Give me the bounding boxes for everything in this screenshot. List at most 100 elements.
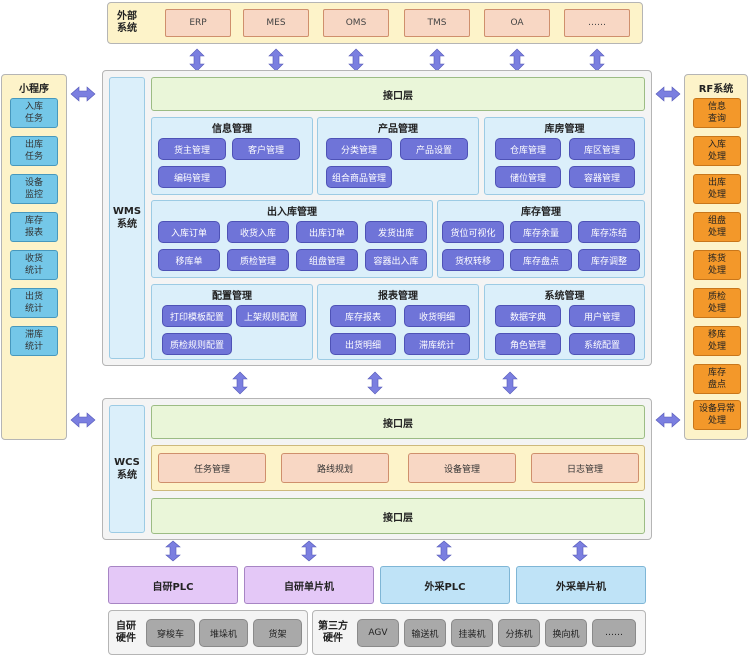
container-inout-button[interactable]: 容器出入库 bbox=[365, 249, 427, 271]
ext-oa[interactable]: OA bbox=[484, 9, 550, 37]
mini-item-shipment-stats[interactable]: 出货 统计 bbox=[10, 288, 58, 318]
system-config-button[interactable]: 系统配置 bbox=[569, 333, 635, 355]
mini-program-title: 小程序 bbox=[19, 83, 49, 95]
rf-item-palletize[interactable]: 组盘 处理 bbox=[693, 212, 741, 242]
combo-product-mgmt-button[interactable]: 组合商品管理 bbox=[326, 166, 392, 188]
more-hardware-box[interactable]: …… bbox=[592, 619, 636, 647]
receive-inbound-button[interactable]: 收货入库 bbox=[227, 221, 289, 243]
rf-item-move[interactable]: 移库 处理 bbox=[693, 326, 741, 356]
self-mcu-box[interactable]: 自研单片机 bbox=[244, 566, 374, 604]
shuttle-car-box[interactable]: 穿梭车 bbox=[146, 619, 195, 647]
info-mgmt-title: 信息管理 bbox=[212, 123, 252, 135]
qc-mgmt-button[interactable]: 质检管理 bbox=[227, 249, 289, 271]
putaway-rule-config-button[interactable]: 上架规则配置 bbox=[236, 305, 306, 327]
wcs-panel: WCS 系统 接口层 任务管理 路线规划 设备管理 日志管理 接口层 bbox=[102, 398, 652, 540]
rf-item-picking[interactable]: 拣货 处理 bbox=[693, 250, 741, 280]
arrow-wcs-mcu-2 bbox=[572, 540, 588, 562]
arrow-wms-wcs-3 bbox=[502, 371, 518, 395]
task-mgmt-button[interactable]: 任务管理 bbox=[158, 453, 266, 483]
category-mgmt-button[interactable]: 分类管理 bbox=[326, 138, 392, 160]
external-systems-panel: 外部 系统 ERP MES OMS TMS OA …… bbox=[107, 2, 643, 44]
rf-item-info-query[interactable]: 信息 查询 bbox=[693, 98, 741, 128]
mini-item-stock-report[interactable]: 库存 报表 bbox=[10, 212, 58, 242]
user-mgmt-button[interactable]: 用户管理 bbox=[569, 305, 635, 327]
arrow-ext-oa bbox=[509, 48, 525, 72]
mini-item-device-monitor[interactable]: 设备 监控 bbox=[10, 174, 58, 204]
ship-outbound-button[interactable]: 发货出库 bbox=[365, 221, 427, 243]
wcs-interface-top[interactable]: 接口层 bbox=[151, 405, 645, 439]
arrow-mini-wms bbox=[70, 86, 96, 102]
stocktake-button[interactable]: 库存盘点 bbox=[510, 249, 572, 271]
ext-more[interactable]: …… bbox=[564, 9, 630, 37]
product-settings-button[interactable]: 产品设置 bbox=[400, 138, 468, 160]
warehouse-button[interactable]: 仓库管理 bbox=[495, 138, 561, 160]
shipment-detail-button[interactable]: 出货明细 bbox=[330, 333, 396, 355]
hanger-box[interactable]: 挂装机 bbox=[451, 619, 493, 647]
rf-item-stocktake[interactable]: 库存 盘点 bbox=[693, 364, 741, 394]
print-template-config-button[interactable]: 打印模板配置 bbox=[162, 305, 232, 327]
mini-item-receipt-stats[interactable]: 收货 统计 bbox=[10, 250, 58, 280]
outbound-order-button[interactable]: 出库订单 bbox=[296, 221, 358, 243]
ext-tms[interactable]: TMS bbox=[404, 9, 470, 37]
external-systems-title: 外部 系统 bbox=[117, 11, 137, 34]
arrow-ext-erp bbox=[189, 48, 205, 72]
third-party-hardware-panel: 第三方 硬件 AGV 输送机 挂装机 分拣机 换向机 …… bbox=[312, 610, 646, 655]
rf-item-outbound[interactable]: 出库 处理 bbox=[693, 174, 741, 204]
arrow-ext-oms bbox=[348, 48, 364, 72]
purchased-mcu-box[interactable]: 外采单片机 bbox=[516, 566, 646, 604]
agv-box[interactable]: AGV bbox=[357, 619, 399, 647]
inbound-order-button[interactable]: 入库订单 bbox=[158, 221, 220, 243]
role-mgmt-button[interactable]: 角色管理 bbox=[495, 333, 561, 355]
diverter-box[interactable]: 换向机 bbox=[545, 619, 587, 647]
code-mgmt-button[interactable]: 编码管理 bbox=[158, 166, 226, 188]
mini-item-stale-stats[interactable]: 滞库 统计 bbox=[10, 326, 58, 356]
receipt-detail-button[interactable]: 收货明细 bbox=[404, 305, 470, 327]
rack-box[interactable]: 货架 bbox=[253, 619, 302, 647]
mini-item-outbound-task[interactable]: 出库 任务 bbox=[10, 136, 58, 166]
ext-oms[interactable]: OMS bbox=[323, 9, 389, 37]
customer-mgmt-button[interactable]: 客户管理 bbox=[232, 138, 300, 160]
rf-system-title: RF系统 bbox=[698, 83, 734, 95]
wms-interface-layer[interactable]: 接口层 bbox=[151, 77, 645, 111]
data-dictionary-button[interactable]: 数据字典 bbox=[495, 305, 561, 327]
arrow-wms-wcs-2 bbox=[367, 371, 383, 395]
rf-item-device-exception[interactable]: 设备异常 处理 bbox=[693, 400, 741, 430]
arrow-wcs-mcu-1 bbox=[301, 540, 317, 562]
wcs-interface-bottom[interactable]: 接口层 bbox=[151, 498, 645, 534]
rf-item-qc[interactable]: 质检 处理 bbox=[693, 288, 741, 318]
wms-panel: WMS 系统 接口层 信息管理 货主管理 客户管理 编码管理 产品管理 分类管理… bbox=[102, 70, 652, 366]
arrow-wcs-plc-2 bbox=[436, 540, 452, 562]
ext-erp[interactable]: ERP bbox=[165, 9, 231, 37]
zone-button[interactable]: 库区管理 bbox=[569, 138, 635, 160]
qc-rule-config-button[interactable]: 质检规则配置 bbox=[162, 333, 232, 355]
self-plc-box[interactable]: 自研PLC bbox=[108, 566, 238, 604]
stacker-crane-box[interactable]: 堆垛机 bbox=[199, 619, 248, 647]
stock-freeze-button[interactable]: 库存冻结 bbox=[578, 221, 640, 243]
ownership-transfer-button[interactable]: 货权转移 bbox=[442, 249, 504, 271]
mini-item-inbound-task[interactable]: 入库 任务 bbox=[10, 98, 58, 128]
palletize-mgmt-button[interactable]: 组盘管理 bbox=[296, 249, 358, 271]
arrow-rf-wcs bbox=[655, 412, 681, 428]
rf-item-inbound[interactable]: 入库 处理 bbox=[693, 136, 741, 166]
warehouse-mgmt-panel: 库房管理 仓库管理 库区管理 储位管理 容器管理 bbox=[484, 117, 645, 195]
move-order-button[interactable]: 移库单 bbox=[158, 249, 220, 271]
mini-program-panel: 小程序 入库 任务 出库 任务 设备 监控 库存 报表 收货 统计 出货 统计 … bbox=[1, 74, 67, 440]
conveyor-box[interactable]: 输送机 bbox=[404, 619, 446, 647]
route-planning-button[interactable]: 路线规划 bbox=[281, 453, 389, 483]
ext-mes[interactable]: MES bbox=[243, 9, 309, 37]
container-button[interactable]: 容器管理 bbox=[569, 166, 635, 188]
stock-balance-button[interactable]: 库存余量 bbox=[510, 221, 572, 243]
stale-stats-button[interactable]: 滞库统计 bbox=[404, 333, 470, 355]
purchased-plc-box[interactable]: 外采PLC bbox=[380, 566, 510, 604]
device-mgmt-button[interactable]: 设备管理 bbox=[408, 453, 516, 483]
sorter-box[interactable]: 分拣机 bbox=[498, 619, 540, 647]
product-mgmt-title: 产品管理 bbox=[378, 123, 418, 135]
log-mgmt-button[interactable]: 日志管理 bbox=[531, 453, 639, 483]
inventory-mgmt-panel: 库存管理 货位可视化 库存余量 库存冻结 货权转移 库存盘点 库存调整 bbox=[437, 200, 645, 278]
stock-report-button[interactable]: 库存报表 bbox=[330, 305, 396, 327]
location-button[interactable]: 储位管理 bbox=[495, 166, 561, 188]
stock-adjust-button[interactable]: 库存调整 bbox=[578, 249, 640, 271]
arrow-mini-wcs bbox=[70, 412, 96, 428]
owner-mgmt-button[interactable]: 货主管理 bbox=[158, 138, 226, 160]
location-visual-button[interactable]: 货位可视化 bbox=[442, 221, 504, 243]
